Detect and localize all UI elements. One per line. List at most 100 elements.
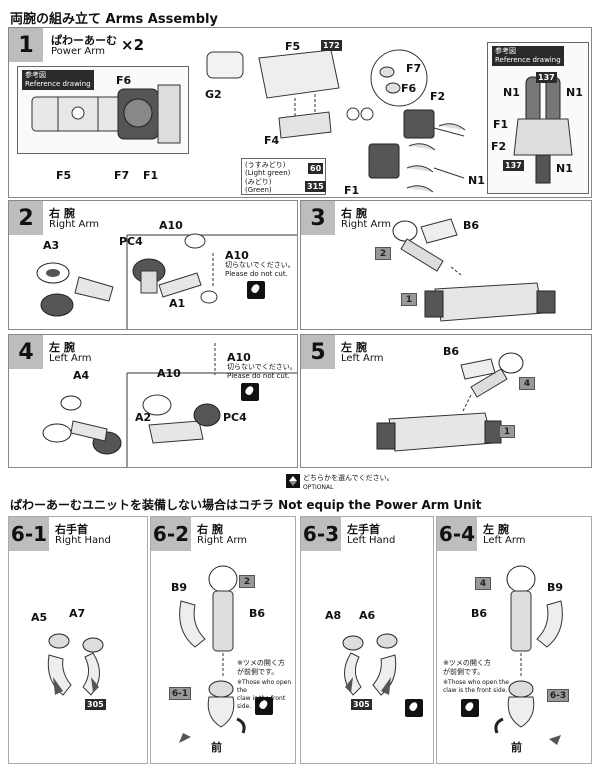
claw-note-jp: ※ツメの開く方が前側です。 [237, 659, 285, 676]
step-reference-box: 4 [475, 577, 491, 590]
color-light-jp: (うすみどり) [245, 161, 286, 169]
step-reference-box: 6-3 [547, 689, 569, 702]
color-legend: (うすみどり) (Light green) 60 (みどり) (Green) 3… [241, 158, 326, 195]
part-number-tag: 305 [85, 699, 106, 710]
step-title-en: Right Hand [55, 535, 111, 546]
step-reference-box: 4 [519, 377, 535, 390]
part-label: B6 [471, 607, 488, 620]
front-label: 前 [211, 741, 222, 754]
color-light-en: (Light green) [245, 169, 291, 177]
color-green-number: 315 [305, 181, 326, 192]
part-label: F6 [116, 74, 132, 87]
part-label: N1 [556, 162, 573, 175]
part-label: F1 [344, 184, 360, 197]
step-number: 6-4 [437, 517, 477, 551]
step-reference-box: 6-1 [169, 687, 191, 700]
step-3-panel: 3 右 腕 Right Arm B6 2 1 [300, 200, 592, 330]
step-title-en: Right Arm [49, 219, 100, 230]
step-reference-box: 2 [375, 247, 391, 260]
part-label: F7 [114, 169, 130, 182]
do-not-cut-note-en: Please do not cut. [227, 372, 290, 380]
part-label: A1 [169, 297, 186, 310]
step-reference-box: 2 [239, 575, 255, 588]
step-2-panel: 2 右 腕 Right Arm A3 PC4 A10 A10 切らないでください… [8, 200, 298, 330]
part-label: N1 [503, 86, 520, 99]
step-number: 1 [9, 28, 43, 62]
step-title-jp: 左 腕 [483, 523, 509, 536]
step-6-2-panel: 6-2 右 腕 Right Arm B9 2 B6 ※ツメの開く方が前側です。 … [150, 516, 296, 764]
step-number: 5 [301, 335, 335, 369]
step-title-en: Power Arm [51, 46, 105, 57]
color-light-number: 60 [308, 163, 324, 174]
step-number: 4 [9, 335, 43, 369]
step-title-jp: 右 腕 [49, 207, 75, 220]
part-label: PC4 [223, 411, 247, 424]
step-6-4-panel: 6-4 左 腕 Left Arm 4 B9 B6 ※ツメの開く方が前側です。 ※… [436, 516, 592, 764]
step-title-en: Left Arm [341, 353, 384, 364]
right-arm-no-unit-illustration [179, 565, 246, 743]
part-label: F7 [406, 62, 422, 75]
part-label: N1 [468, 174, 485, 187]
step-number: 6-2 [151, 517, 191, 551]
step-number: 3 [301, 201, 335, 235]
step-title-en: Left Hand [347, 535, 396, 546]
part-label: F2 [491, 140, 507, 153]
step-title-en: Left Arm [483, 535, 526, 546]
part-label: A3 [43, 239, 60, 252]
step-title-jp: 左手首 [347, 523, 380, 536]
part-label: A4 [73, 369, 90, 382]
part-label: F1 [493, 118, 509, 131]
part-label: F1 [143, 169, 159, 182]
part-label: F5 [56, 169, 72, 182]
step-title-jp: 右手首 [55, 523, 88, 536]
color-green-jp: (みどり) [245, 178, 272, 186]
part-label: B6 [443, 345, 460, 358]
part-label: F5 [285, 40, 301, 53]
part-label: A7 [69, 607, 86, 620]
step-title-en: Right Arm [341, 219, 392, 230]
do-not-cut-note-en: Please do not cut. [225, 270, 288, 278]
step-4-panel: 4 左 腕 Left Arm A4 A10 A10 切らないでください。 Ple… [8, 334, 298, 468]
part-label: B9 [171, 581, 188, 594]
step-title-jp: 左 腕 [49, 341, 75, 354]
part-label: A5 [31, 611, 48, 624]
part-label: A10 [227, 351, 251, 364]
step-5-panel: 5 左 腕 Left Arm B6 4 1 [300, 334, 592, 468]
optional-note-en: OPTIONAL [303, 484, 334, 491]
part-label: A8 [325, 609, 342, 622]
part-label: A10 [159, 219, 183, 232]
part-label: F2 [430, 90, 446, 103]
section-title-arms-assembly: 両腕の組み立て Arms Assembly [10, 12, 218, 27]
claw-note-jp: ※ツメの開く方が前側です。 [443, 659, 491, 676]
step-title-jp: 左 腕 [341, 341, 367, 354]
front-label: 前 [511, 741, 522, 754]
color-green-en: (Green) [245, 186, 272, 194]
part-label: A2 [135, 411, 152, 424]
right-arm-assembly-illustration [392, 218, 556, 322]
hand-ref-illustration [513, 76, 573, 184]
part-label: B6 [463, 219, 480, 232]
right-hand-illustration [47, 633, 104, 696]
step-number: 2 [9, 201, 43, 235]
part-label: A10 [225, 249, 249, 262]
step-6-1-panel: 6-1 右手首 Right Hand A5 A7 305 [8, 516, 148, 764]
part-label: B6 [249, 607, 266, 620]
step-title-jp: 右 腕 [341, 207, 367, 220]
paint-icon [255, 697, 273, 715]
left-arm-hand-illustration [42, 343, 297, 467]
paint-icon [241, 383, 259, 401]
paint-icon [405, 699, 423, 717]
part-label: G2 [205, 88, 222, 101]
left-arm-no-unit-illustration [494, 565, 563, 745]
left-hand-illustration [342, 633, 398, 696]
part-label: A10 [157, 367, 181, 380]
part-label: N1 [566, 86, 583, 99]
part-label: B9 [547, 581, 564, 594]
part-label: F6 [401, 82, 417, 95]
step-number: 6-1 [9, 517, 49, 551]
power-arm-exploded-illustration [206, 49, 466, 193]
